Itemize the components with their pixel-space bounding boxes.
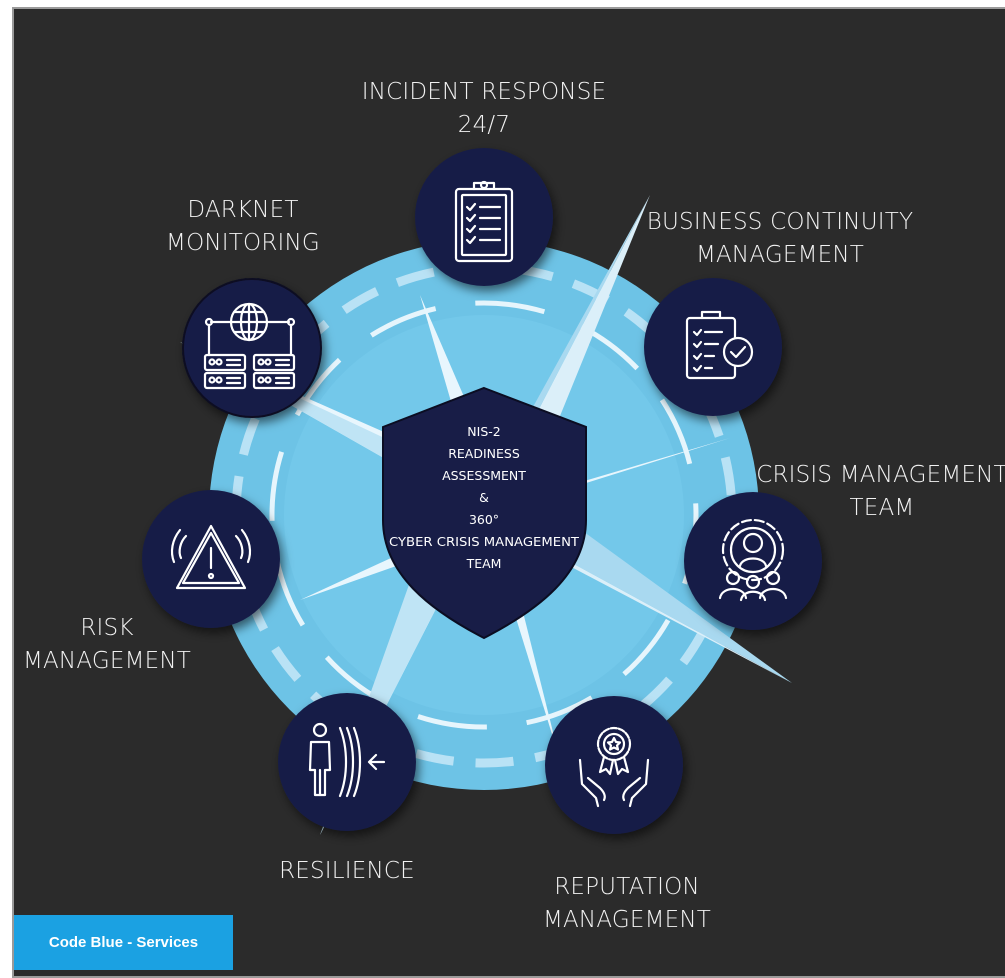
code-blue-services-badge[interactable]: Code Blue - Services	[14, 915, 233, 970]
shield-text-line: CYBER CRISIS MANAGEMENT	[389, 534, 579, 549]
center-shield: NIS-2 READINESS ASSESSMENT & 360° CYBER …	[382, 386, 587, 640]
node-label: 24/7	[458, 112, 510, 138]
shield-text-line: TEAM	[466, 556, 502, 571]
shield-text-line: READINESS	[448, 446, 520, 461]
node-label: MANAGEMENT	[23, 648, 191, 674]
award-hands-icon	[578, 726, 650, 808]
node-label: REPUTATION	[554, 874, 700, 900]
node-business-continuity[interactable]	[644, 278, 782, 416]
node-reputation[interactable]	[545, 696, 683, 834]
node-crisis-management[interactable]	[684, 492, 822, 630]
team-gear-icon	[718, 518, 788, 602]
node-label: MANAGEMENT	[543, 907, 711, 933]
node-darknet[interactable]	[182, 278, 322, 418]
clipboard-check-badge-icon	[685, 310, 754, 380]
clipboard-checklist-icon	[454, 180, 514, 263]
node-label: TEAM	[850, 495, 915, 521]
node-incident-response[interactable]	[415, 148, 553, 286]
node-label: DARKNET	[187, 197, 298, 223]
node-label: MANAGEMENT	[696, 242, 864, 268]
node-resilience[interactable]	[278, 693, 416, 831]
shield-text-line: 360°	[469, 512, 499, 527]
shield-text-line: &	[479, 490, 489, 505]
node-label: CRISIS MANAGEMENT	[756, 462, 1005, 488]
person-shield-waves-icon	[308, 722, 386, 798]
node-risk[interactable]	[142, 490, 280, 628]
globe-servers-icon	[203, 302, 296, 390]
shield-text-line: ASSESSMENT	[442, 468, 526, 483]
node-label: INCIDENT RESPONSE	[362, 79, 606, 105]
node-label: MONITORING	[166, 230, 320, 256]
shield-text-line: NIS-2	[467, 424, 500, 439]
node-label: RESILIENCE	[279, 858, 415, 884]
warning-triangle-icon	[170, 524, 252, 590]
node-label: RISK	[80, 615, 133, 641]
node-label: BUSINESS CONTINUITY	[647, 209, 913, 235]
